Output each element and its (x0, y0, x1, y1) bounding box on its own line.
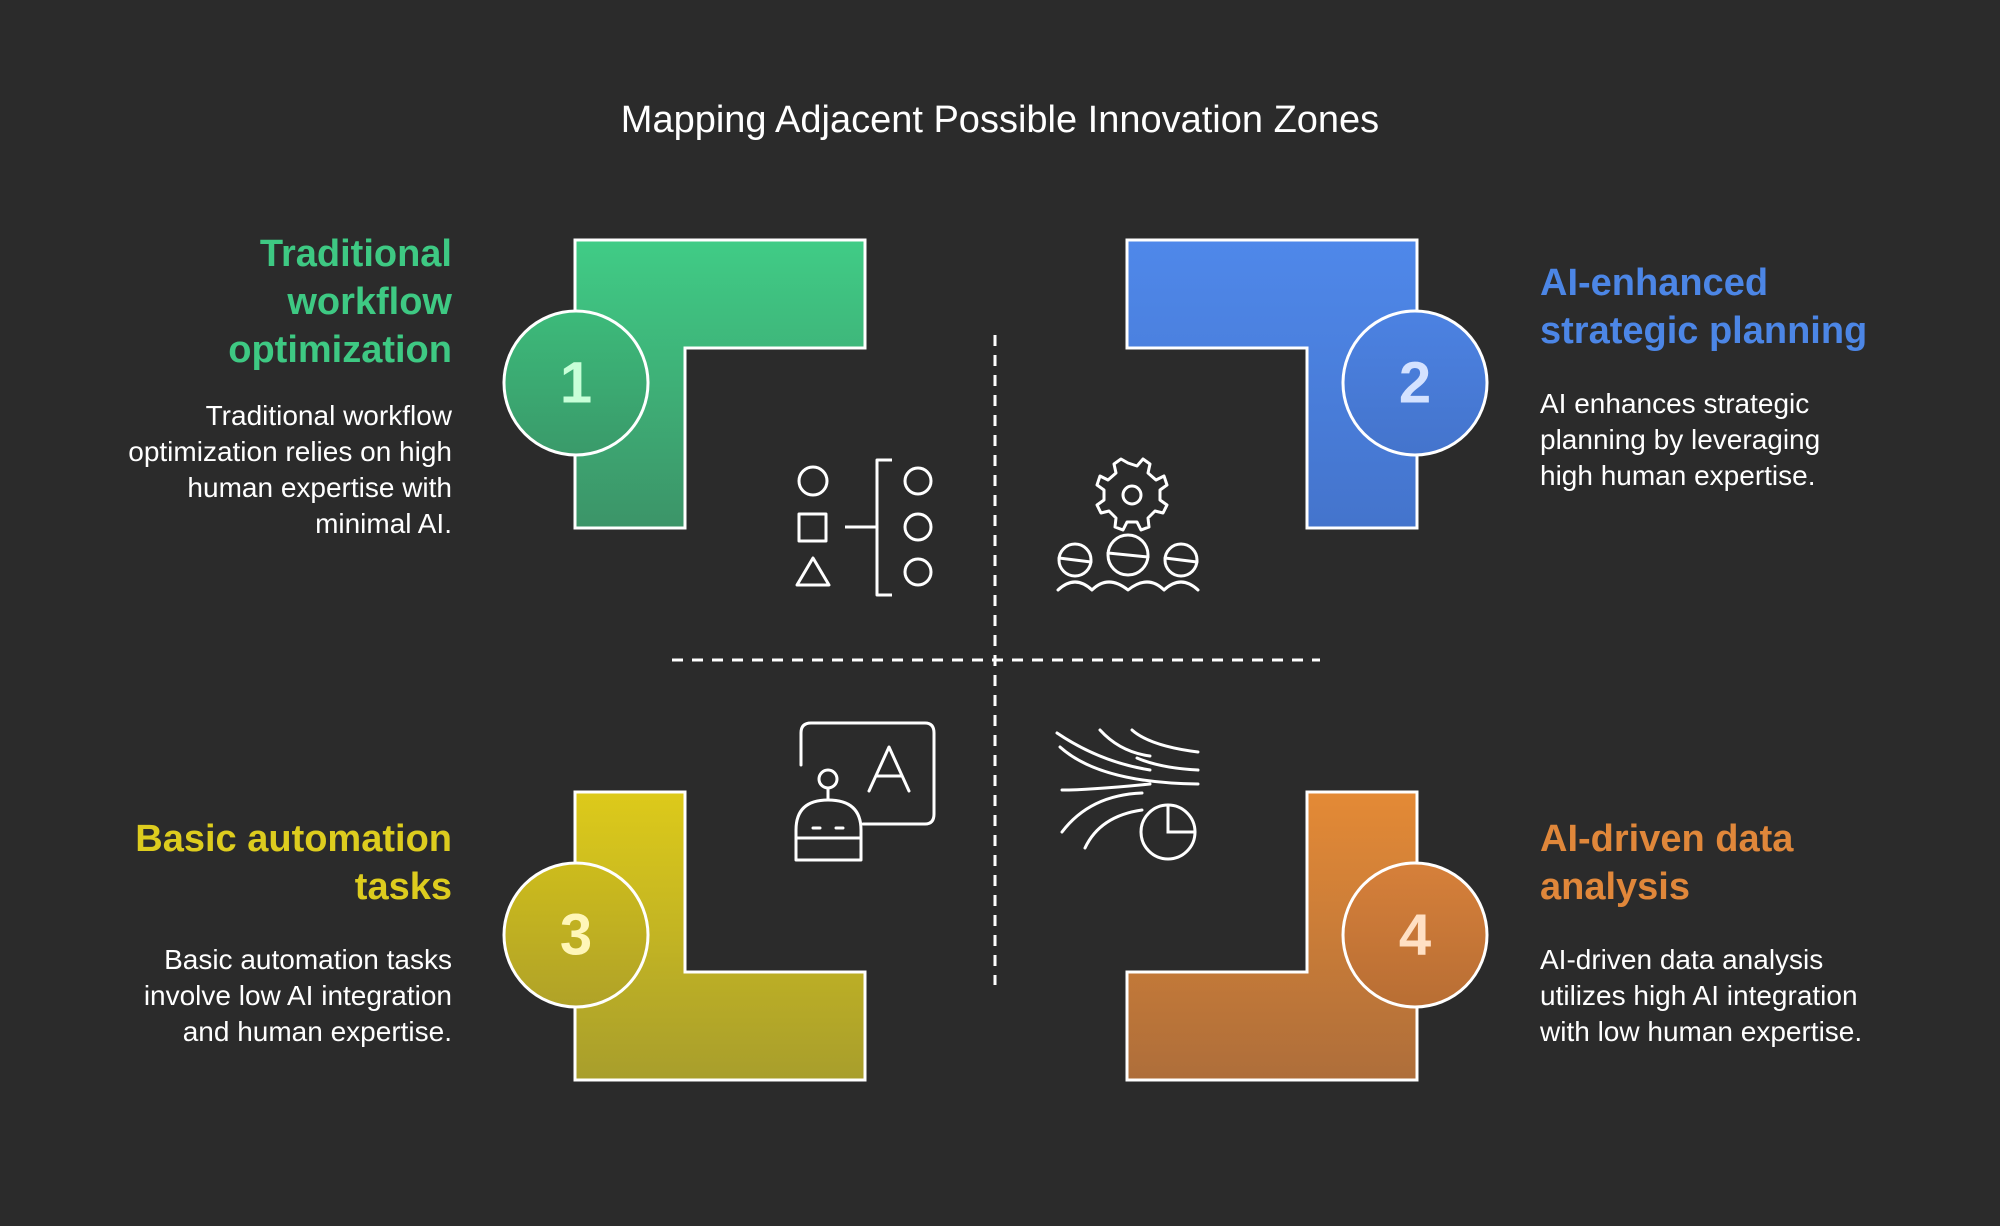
quadrant-4-number: 4 (1399, 903, 1431, 968)
workflow-shapes-icon (795, 458, 933, 597)
quadrant-1-shape: 1 (502, 238, 867, 530)
quadrant-2-description: AI enhances strategic planning by levera… (1540, 388, 1821, 491)
team-gear-icon (1056, 457, 1200, 592)
quadrant-4-description: AI-driven data analysis utilizes high AI… (1540, 944, 1863, 1047)
quadrant-3-heading: Basic automation tasks (135, 818, 452, 908)
robot-screen-icon (794, 721, 936, 862)
quadrant-1-description: Traditional workflow optimization relies… (128, 400, 452, 539)
quadrant-3-number: 3 (560, 903, 592, 968)
data-flow-chart-icon (1055, 728, 1200, 861)
quadrant-3-description: Basic automation tasks involve low AI in… (143, 944, 452, 1047)
quadrant-2-shape: 2 (1125, 238, 1489, 530)
quadrant-4-shape: 4 (1125, 790, 1489, 1082)
quadrant-3-shape: 3 (502, 790, 867, 1082)
quadrant-1-number: 1 (560, 351, 592, 416)
quadrant-1-heading: Traditional workflow optimization (228, 233, 452, 371)
quadrant-2-number: 2 (1399, 351, 1431, 416)
quadrant-4-heading: AI-driven data analysis (1540, 818, 1794, 908)
quadrant-2-heading: AI-enhanced strategic planning (1540, 262, 1868, 352)
page-title: Mapping Adjacent Possible Innovation Zon… (620, 99, 1380, 141)
